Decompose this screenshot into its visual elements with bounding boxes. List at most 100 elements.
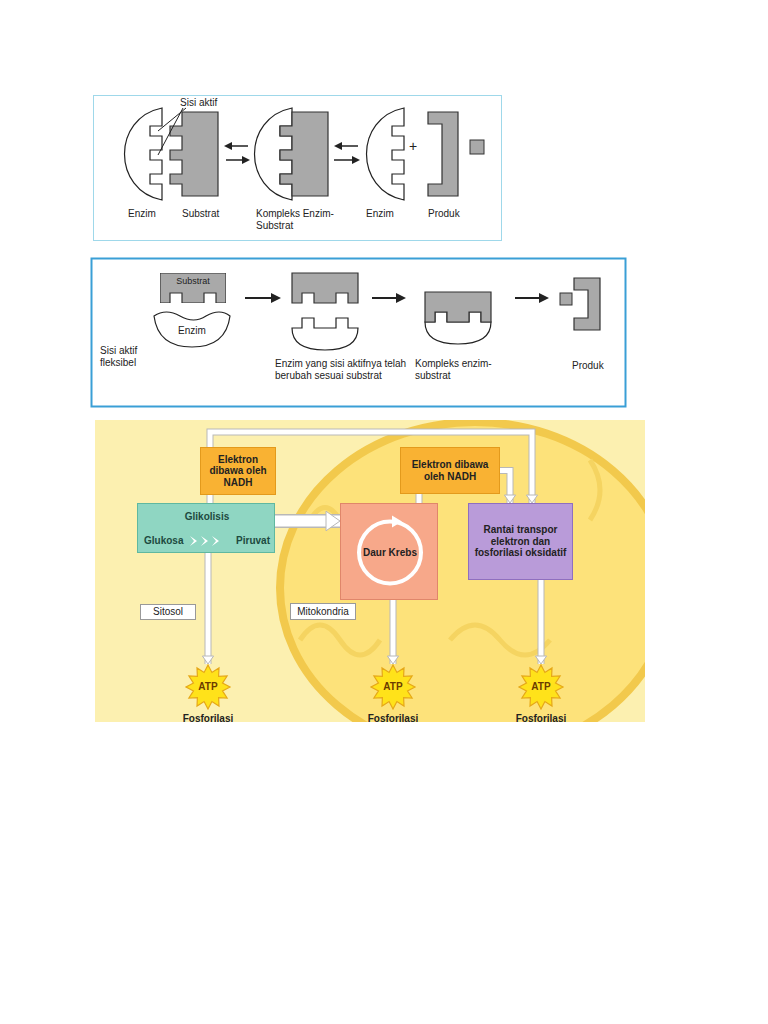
connector-outline bbox=[207, 495, 214, 503]
enzyme-shape bbox=[292, 318, 358, 350]
arrow-head bbox=[535, 656, 546, 664]
node-text: Substrat bbox=[160, 273, 226, 286]
label-text: Kompleks enzim-substrat bbox=[415, 358, 507, 382]
atp-star: ATPFosforilasi bbox=[358, 664, 428, 726]
node-text: Elektron dibawa oleh NADH bbox=[203, 454, 273, 489]
product-outline bbox=[428, 112, 458, 196]
process-box: GlikolisisGlukosa Piruvat bbox=[137, 503, 275, 553]
text-holder: Daur Krebs bbox=[341, 504, 439, 601]
node-text: Rantai transpor elektron dan fosforilasi… bbox=[471, 524, 570, 559]
arrow-head bbox=[526, 495, 537, 503]
reaction-arrow bbox=[515, 297, 540, 299]
node-text: ATP bbox=[358, 681, 428, 693]
substrate-outline bbox=[425, 292, 491, 322]
connector bbox=[275, 511, 340, 531]
node-text: Fosforilasi bbox=[348, 713, 438, 725]
connector-outline bbox=[416, 494, 423, 503]
connector bbox=[535, 580, 546, 664]
reaction-arrow bbox=[372, 297, 397, 299]
connector-line bbox=[275, 516, 340, 527]
label-text: + bbox=[409, 138, 417, 155]
reaction-arrow bbox=[226, 159, 244, 161]
substrate-outline bbox=[160, 273, 226, 303]
connector-line bbox=[500, 471, 510, 504]
node-text: Daur Krebs bbox=[363, 547, 417, 559]
location-tag: Mitokondria bbox=[290, 603, 356, 620]
connector-outline bbox=[275, 514, 340, 528]
node-text: Enzim bbox=[152, 308, 232, 337]
connector bbox=[500, 471, 516, 504]
connector bbox=[210, 432, 538, 503]
arrow-head bbox=[224, 142, 232, 150]
connector-line bbox=[208, 495, 213, 503]
connector-outline bbox=[500, 471, 510, 504]
leader-line bbox=[158, 108, 183, 155]
product-outline bbox=[574, 278, 600, 330]
location-tag: Sitosol bbox=[140, 604, 196, 620]
node-text: Glikolisis bbox=[138, 511, 276, 523]
chevron bbox=[201, 536, 208, 546]
connector-line bbox=[210, 432, 532, 503]
panel-frame bbox=[94, 96, 502, 241]
atp-star: ATPFosforilasi bbox=[173, 664, 243, 726]
chevron bbox=[190, 536, 197, 546]
label-text: Produk bbox=[572, 360, 604, 372]
atp-star: ATPFosforilasi bbox=[506, 664, 576, 726]
connector-outline bbox=[390, 600, 397, 664]
node-text: ATP bbox=[506, 681, 576, 693]
product-square bbox=[560, 293, 572, 305]
connector bbox=[387, 600, 398, 664]
cycle-box: Daur Krebs bbox=[340, 503, 438, 600]
node-text: ATP bbox=[173, 681, 243, 693]
enzyme-outline bbox=[292, 318, 358, 350]
label-text: Produk bbox=[428, 208, 460, 220]
connector-line bbox=[391, 600, 396, 664]
label-text: Kompleks Enzim-Substrat bbox=[256, 208, 342, 232]
node-text: Mitokondria bbox=[297, 606, 349, 618]
arrow-head bbox=[326, 511, 340, 531]
chevron-arrow bbox=[188, 535, 228, 547]
connector-outline bbox=[538, 580, 545, 664]
product-shape bbox=[428, 112, 458, 196]
substrate-shape bbox=[170, 112, 218, 196]
substrate-outline bbox=[170, 112, 218, 196]
connector-line bbox=[206, 553, 211, 664]
cycle-ring bbox=[359, 522, 421, 584]
node-text: Piruvat bbox=[228, 535, 270, 547]
label-text: Enzim yang sisi aktifnya telah berubah s… bbox=[275, 358, 413, 382]
enzyme-shape bbox=[125, 108, 163, 200]
substrate-shape bbox=[292, 273, 358, 303]
connector-line bbox=[417, 494, 422, 503]
connector-outline bbox=[210, 432, 532, 503]
node-text: Sitosol bbox=[153, 606, 183, 618]
node-text: Elektron dibawa oleh NADH bbox=[403, 459, 497, 482]
carrier-box: Elektron dibawa oleh NADH bbox=[200, 447, 276, 495]
arrow-head bbox=[396, 293, 406, 303]
arrow-head bbox=[271, 293, 281, 303]
connector-line bbox=[539, 580, 544, 664]
arrow-head bbox=[242, 156, 250, 164]
mitochondrion bbox=[280, 422, 645, 722]
label-text: Sisi aktif fleksibel bbox=[100, 345, 156, 369]
enzyme-outline bbox=[125, 108, 163, 200]
chevron bbox=[212, 536, 219, 546]
label-text: Enzim bbox=[128, 208, 156, 220]
node-text: Fosforilasi bbox=[163, 713, 253, 725]
label-text: Sisi aktif bbox=[180, 97, 217, 109]
leader-line bbox=[158, 108, 186, 131]
product-square bbox=[470, 140, 484, 154]
node-text: Glukosa bbox=[144, 535, 190, 547]
arrow-head bbox=[387, 656, 398, 664]
carrier-box: Elektron dibawa oleh NADH bbox=[400, 447, 500, 494]
arrow-head bbox=[202, 656, 213, 664]
node-text: Fosforilasi bbox=[496, 713, 586, 725]
panel-frame bbox=[92, 259, 626, 407]
process-box: Rantai transpor elektron dan fosforilasi… bbox=[468, 503, 573, 580]
label-text: Enzim bbox=[366, 208, 394, 220]
substrate-shape bbox=[425, 292, 491, 322]
substrate-outline bbox=[292, 273, 358, 303]
substrate-outline bbox=[280, 112, 328, 196]
connector bbox=[419, 494, 420, 503]
arrow-head bbox=[539, 293, 549, 303]
